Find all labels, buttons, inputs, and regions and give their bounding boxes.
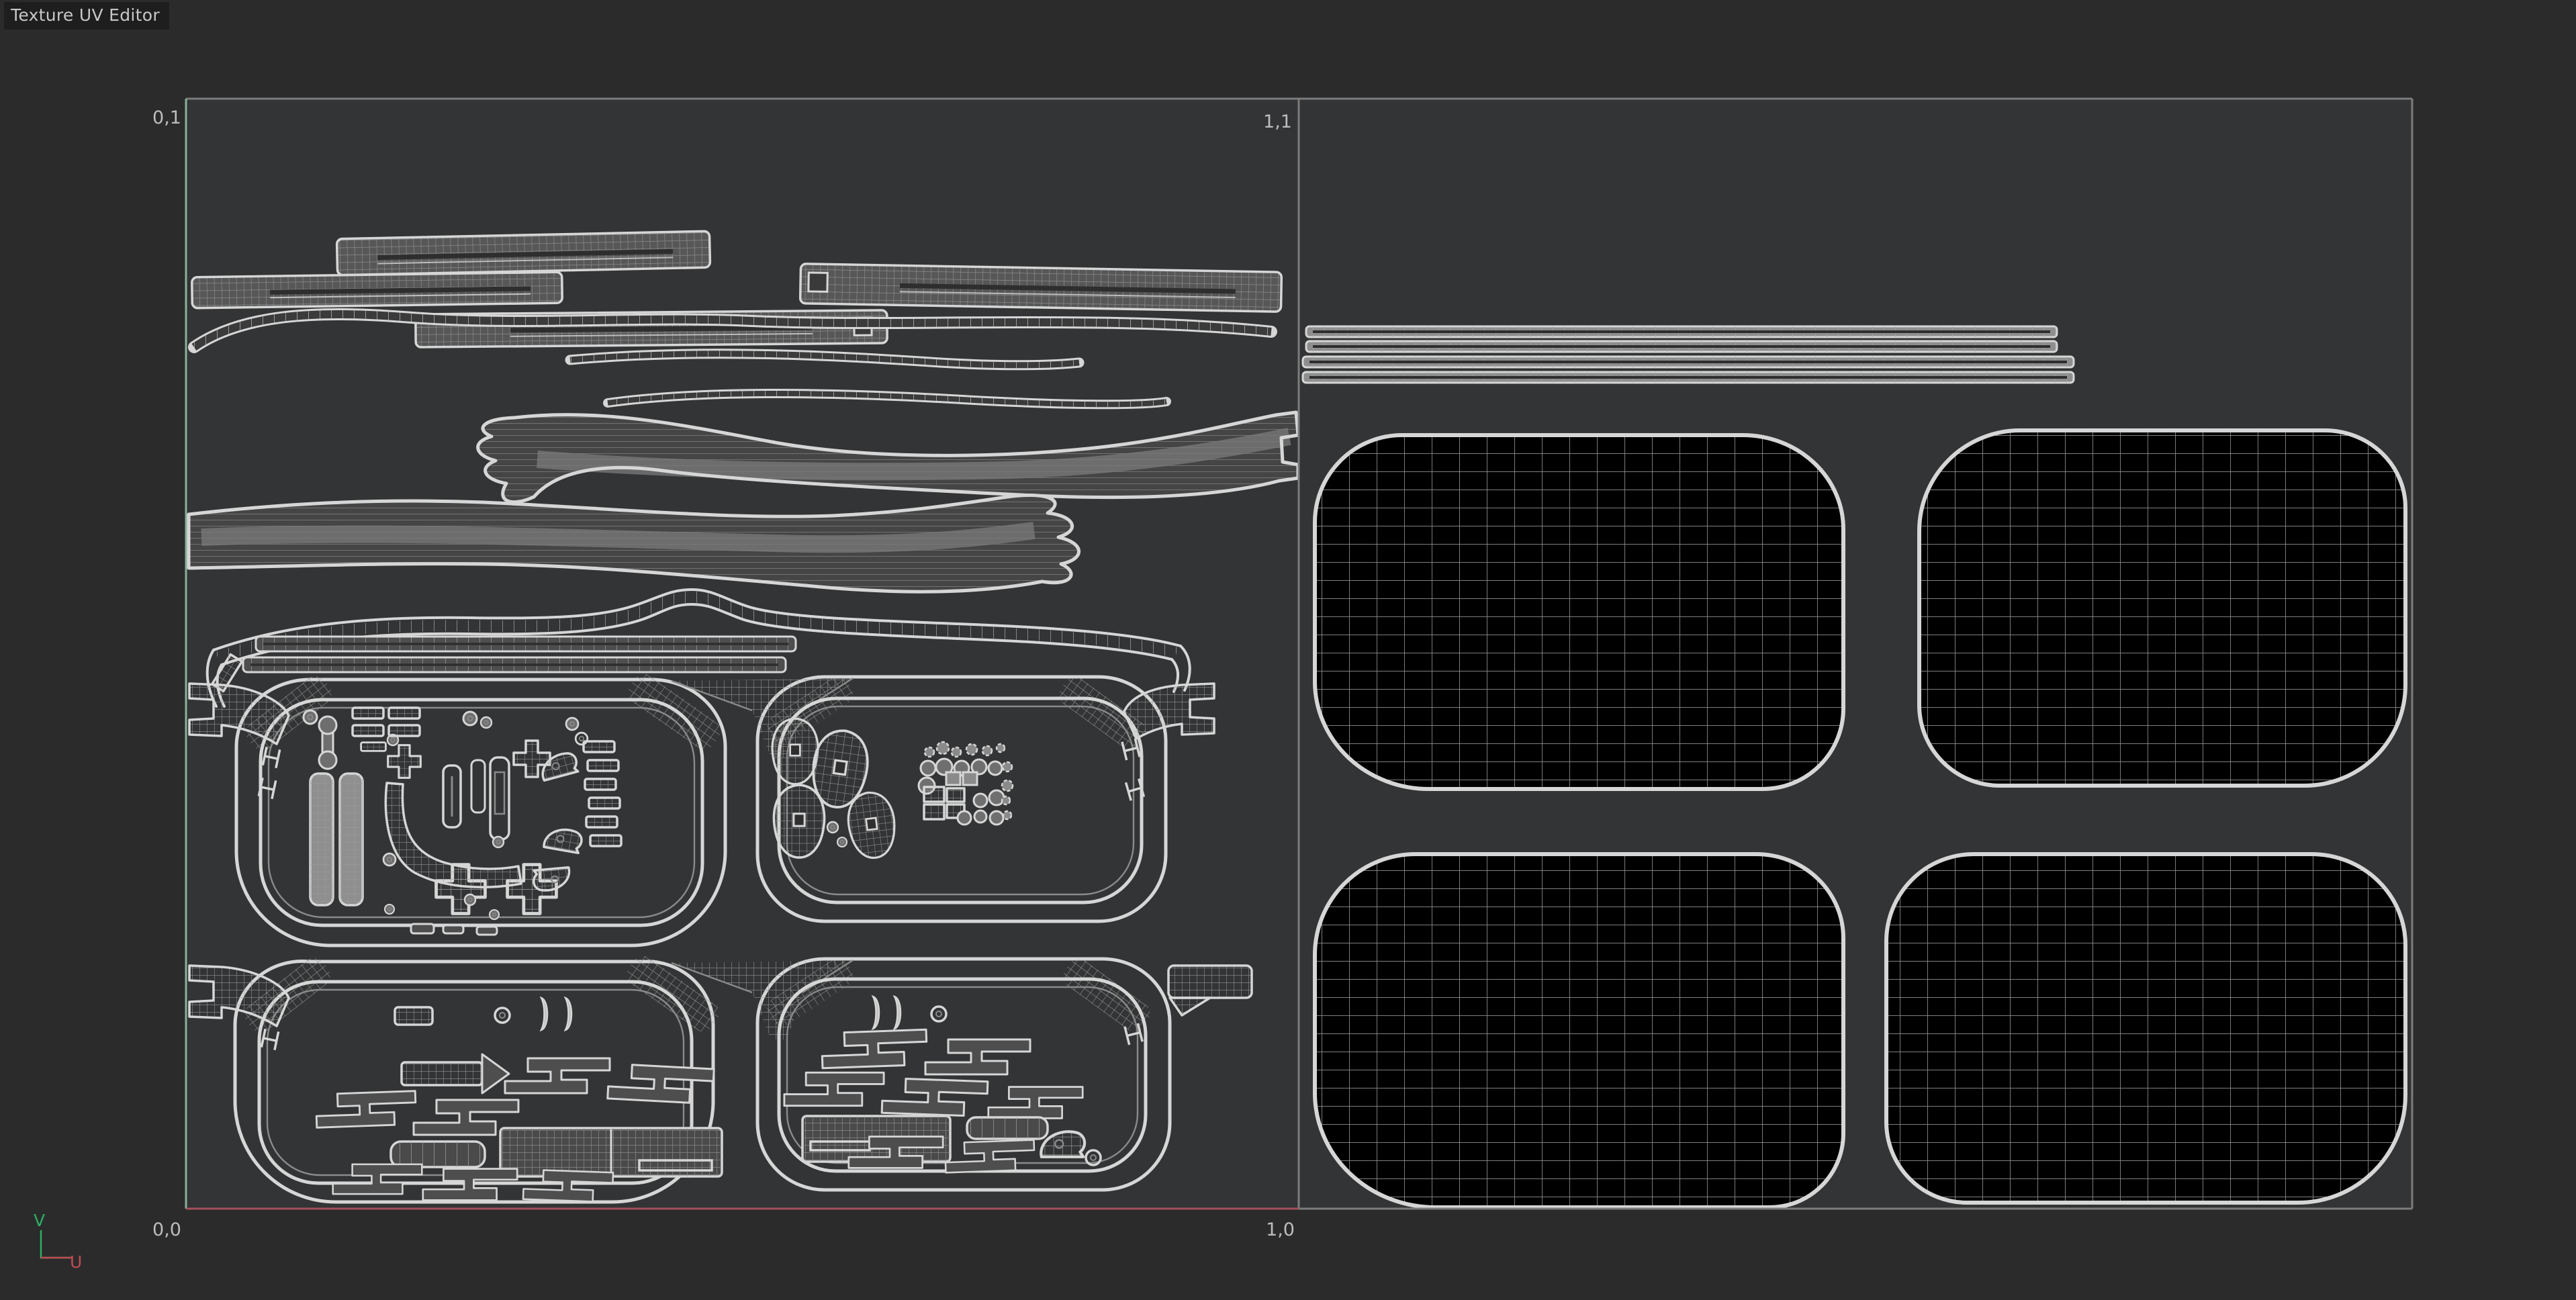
- gizmo-v-line: [40, 1230, 71, 1259]
- uv-island-wavy-strip-1[interactable]: [188, 308, 1277, 353]
- panel-title-tab[interactable]: Texture UV Editor: [4, 2, 169, 30]
- uv-island-lens-strip-4[interactable]: [1301, 371, 2075, 384]
- uv-island-zigzag-parts-left[interactable]: [314, 996, 723, 1203]
- uv-label-1-0: 1,0: [1266, 1219, 1295, 1240]
- uv-island-gear-screw-cluster[interactable]: [917, 741, 1014, 826]
- uv-island-lens-top-right[interactable]: [1919, 430, 2405, 786]
- uv-island-temple-bar-1[interactable]: [335, 230, 712, 277]
- uv-island-frame-front-bottom[interactable]: [188, 951, 1253, 1204]
- uv-island-lens-top-left[interactable]: [1315, 435, 1843, 789]
- uv-island-lens-strip-2[interactable]: [1305, 340, 2058, 353]
- uv-island-frame-front-top[interactable]: [188, 669, 1215, 947]
- uv-island-lens-strip-1[interactable]: [1305, 325, 2058, 338]
- uv-tile-0-0: [187, 230, 1300, 1204]
- uv-island-ladder-bar-2[interactable]: [242, 656, 787, 674]
- uv-label-0-1: 0,1: [152, 107, 181, 128]
- uv-label-1-1: 1,1: [1263, 111, 1292, 132]
- gizmo-v-label: V: [34, 1211, 45, 1230]
- uv-island-lens-strip-3[interactable]: [1301, 355, 2075, 369]
- uv-island-temple-arm-left[interactable]: [187, 494, 1081, 594]
- uv-island-lens-bottom-left[interactable]: [1315, 854, 1843, 1207]
- uv-island-temple-bar-3[interactable]: [798, 263, 1283, 313]
- uv-island-lens-bottom-right[interactable]: [1886, 854, 2405, 1203]
- uv-axis-gizmo: V U: [34, 1211, 82, 1272]
- uv-tile-1-0: [1301, 325, 2405, 1207]
- uv-island-ladder-bar-1[interactable]: [255, 635, 797, 653]
- gizmo-u-label: U: [70, 1252, 82, 1272]
- uv-canvas-borders: [185, 97, 2413, 1210]
- uv-label-0-0: 0,0: [152, 1219, 181, 1240]
- uv-island-temple-arm-right[interactable]: [476, 410, 1300, 504]
- panel-title: Texture UV Editor: [11, 5, 160, 25]
- uv-island-zigzag-parts-right[interactable]: [783, 995, 1102, 1174]
- uv-island-hardware-cluster[interactable]: [302, 706, 623, 936]
- uv-island-wavy-strip-2[interactable]: [565, 349, 1085, 371]
- uv-island-temple-bar-2[interactable]: [191, 271, 563, 310]
- uv-island-brow-trim[interactable]: [205, 588, 1191, 708]
- uv-island-wavy-strip-3[interactable]: [603, 389, 1171, 410]
